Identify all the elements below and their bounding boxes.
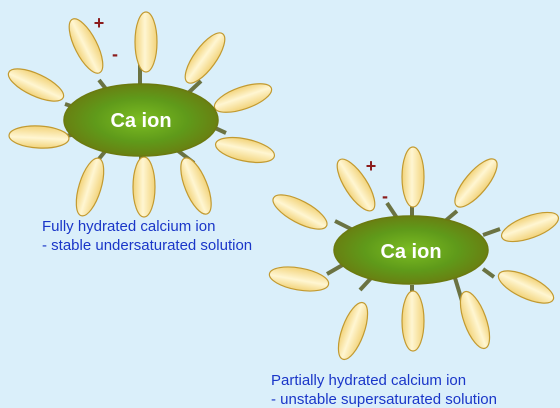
- water-molecule: [214, 136, 276, 164]
- water-molecule: [454, 158, 498, 208]
- minus-charge-label: -: [382, 186, 388, 206]
- water-molecule: [336, 158, 376, 212]
- water-molecule: [337, 301, 369, 361]
- water-molecules: [7, 11, 276, 218]
- fully-hydrated-caption: Fully hydrated calcium ion - stable unde…: [42, 217, 252, 255]
- water-molecule: [272, 194, 328, 230]
- water-molecule: [497, 270, 555, 304]
- water-molecule: [213, 83, 273, 113]
- water-molecule: [268, 266, 330, 292]
- water-molecule: [8, 125, 70, 149]
- water-molecule: [75, 157, 105, 217]
- water-molecule: [401, 146, 425, 208]
- caption-line: Partially hydrated calcium ion: [271, 372, 467, 389]
- plus-charge-label: +: [366, 156, 377, 176]
- bond-line: [385, 201, 399, 220]
- water-molecule: [459, 290, 491, 350]
- water-molecules: [268, 146, 560, 361]
- caption-line: - stable undersaturated solution: [42, 237, 253, 254]
- water-molecule: [500, 211, 560, 243]
- water-molecule: [132, 156, 156, 218]
- water-molecule: [401, 290, 425, 352]
- water-molecule: [134, 11, 158, 73]
- water-molecule: [180, 157, 212, 215]
- caption-line: - unstable supersaturated solution: [271, 391, 497, 408]
- plus-charge-label: +: [94, 13, 105, 33]
- bond-line: [482, 227, 501, 237]
- calcium-ion: [63, 83, 219, 157]
- calcium-ion-label: Ca ion: [380, 241, 441, 263]
- bond-line: [481, 267, 496, 279]
- calcium-ion-label: Ca ion: [110, 110, 171, 132]
- fully-hydrated-ion: Ca ion + -: [7, 11, 276, 218]
- water-molecule: [184, 32, 226, 84]
- partially-hydrated-caption: Partially hydrated calcium ion - unstabl…: [271, 371, 497, 408]
- water-molecule: [68, 18, 104, 74]
- water-molecule: [7, 68, 65, 102]
- minus-charge-label: -: [112, 44, 118, 64]
- partially-hydrated-ion: Ca ion + -: [268, 146, 560, 361]
- calcium-ion: [333, 215, 489, 285]
- caption-line: Fully hydrated calcium ion: [42, 218, 216, 235]
